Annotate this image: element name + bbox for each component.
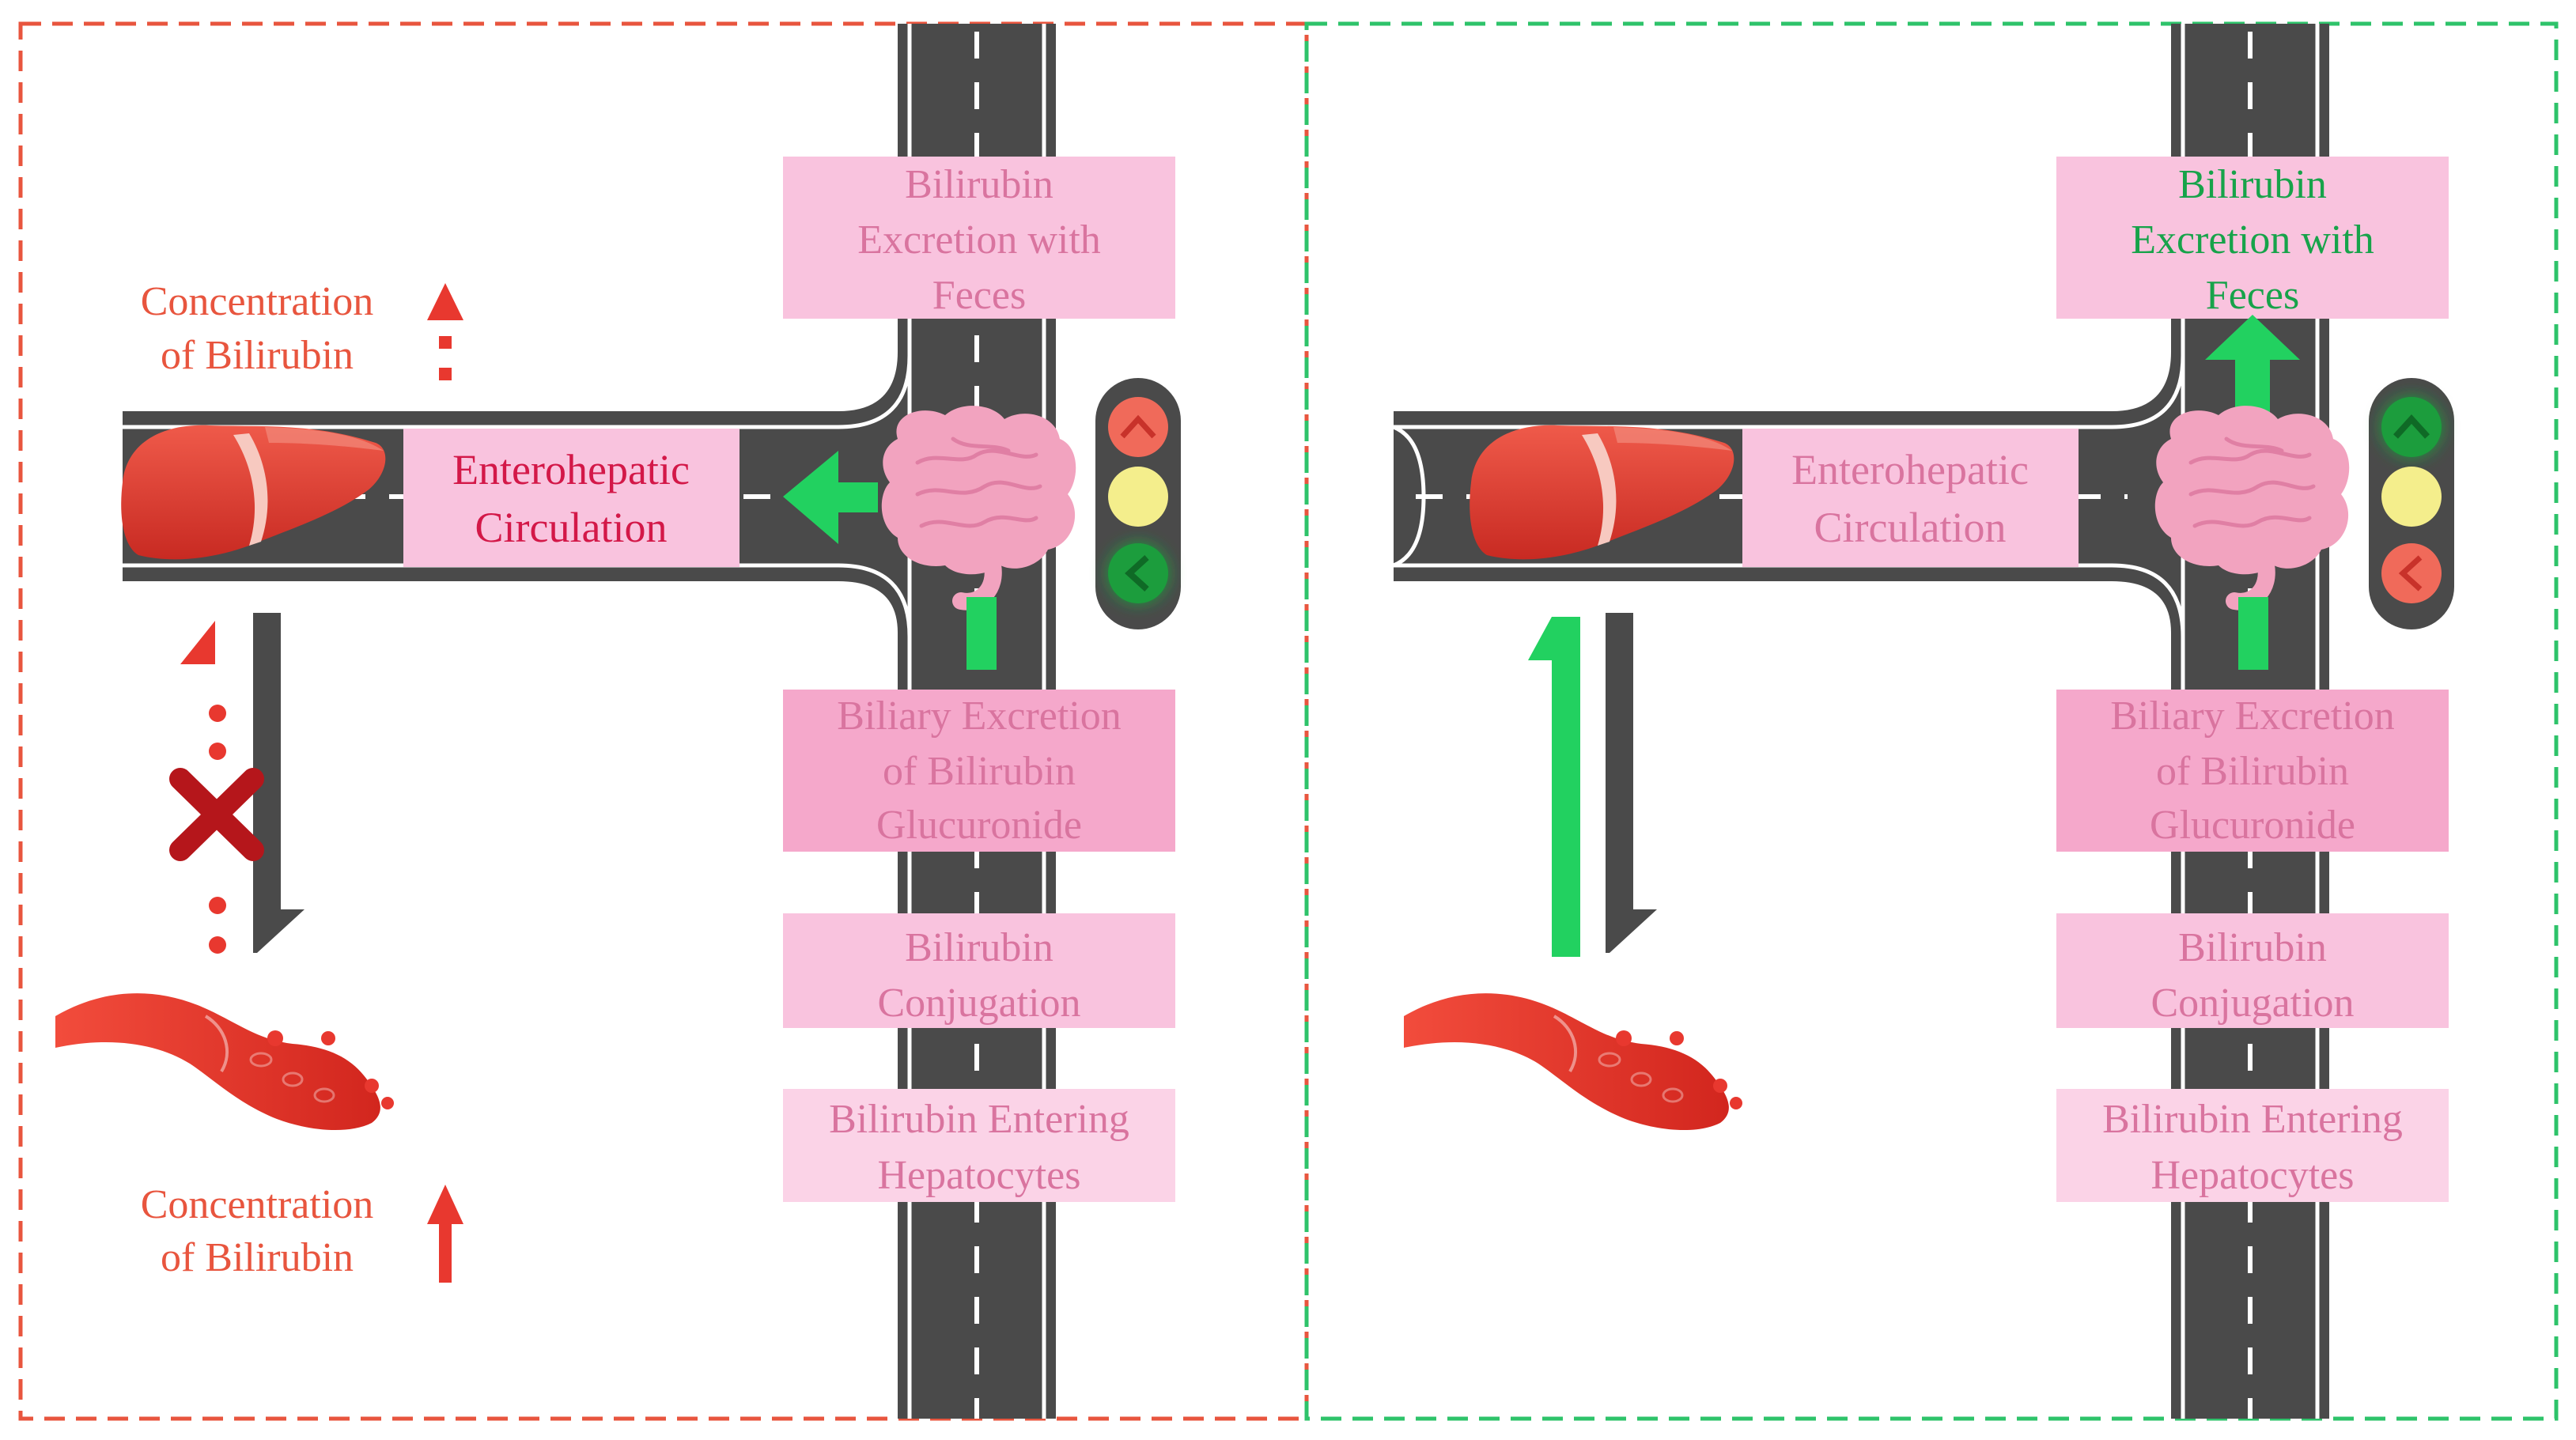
right-liver-to-blood-arrow [1606,613,1657,953]
right-biliary-label-line2: of Bilirubin [2156,749,2349,794]
intestine-concentration-up-dashed-arrow [427,283,463,380]
right-excretion-arrow [2205,315,2300,415]
left-enterohepatic-label-line1: Enterohepatic [452,446,690,493]
right-entering-label-line2: Hepatocytes [2150,1153,2354,1198]
intestine-concentration-label-line2: of Bilirubin [161,333,354,378]
left-biliary-label-line1: Biliary Excretion [837,694,1122,739]
blood-to-liver-arrow [1528,617,1580,957]
left-enterohepatic-label-line2: Circulation [475,504,668,551]
right-traffic-light-icon [2369,378,2454,629]
right-enterohepatic-box [1742,429,2079,567]
left-enterohepatic-arrow [783,451,878,544]
right-conjugation-label-line2: Conjugation [2150,981,2354,1026]
right-biliary-flow-bar [2238,597,2268,670]
right-entering-box [2056,1089,2449,1202]
right-excretion-label-line2: Excretion with [2131,217,2374,263]
left-panel-border [18,21,1309,1421]
right-conjugation-label-line1: Bilirubin [2178,925,2327,970]
left-biliary-label-line3: Glucuronide [876,803,1082,848]
left-excretion-label-line3: Feces [932,273,1026,318]
left-entering-box [783,1089,1175,1202]
left-excretion-label-line2: Excretion with [857,217,1101,263]
right-entering-label-line1: Bilirubin Entering [2102,1097,2403,1142]
blood-concentration-label-line1: Concentration [141,1182,374,1227]
right-enterohepatic-label-line1: Enterohepatic [1791,446,2029,493]
blood-vessel-icon [54,992,394,1132]
left-excretion-box [783,157,1175,319]
left-enterohepatic-box [403,429,740,567]
blood-concentration-label-line2: of Bilirubin [161,1235,354,1280]
left-biliary-box [783,690,1175,852]
left-biliary-flow-bar [966,597,997,670]
left-panel: Bilirubin Excretion with Feces Enterohep… [18,21,1309,1421]
left-excretion-label-line1: Bilirubin [905,162,1053,207]
block-x-icon [169,768,264,861]
left-conjugation-label-line1: Bilirubin [905,925,1053,970]
blood-vessel-icon [1402,992,1742,1132]
right-panel: Bilirubin Excretion with Feces Enterohep… [1304,21,2559,1421]
left-conjugation-label-line2: Conjugation [877,981,1080,1026]
right-biliary-label-line1: Biliary Excretion [2110,694,2395,739]
left-biliary-label-line2: of Bilirubin [883,749,1076,794]
right-biliary-box [2056,690,2449,852]
left-traffic-light-icon [1095,378,1181,629]
right-excretion-label-line1: Bilirubin [2178,162,2327,207]
left-entering-label-line2: Hepatocytes [877,1153,1080,1198]
right-biliary-label-line3: Glucuronide [2150,803,2355,848]
right-conjugation-box [2056,913,2449,1028]
right-panel-border [1304,21,2559,1421]
blood-concentration-up-arrow [427,1185,463,1283]
liver-to-blood-arrow [253,613,305,953]
intestine-concentration-label-line1: Concentration [141,279,374,324]
right-excretion-box [2056,157,2449,319]
left-entering-label-line1: Bilirubin Entering [829,1097,1129,1142]
right-excretion-label-line3: Feces [2206,273,2299,318]
blocked-blood-to-liver-arrow [180,621,226,954]
right-enterohepatic-label-line2: Circulation [1814,504,2007,551]
left-conjugation-box [783,913,1175,1028]
